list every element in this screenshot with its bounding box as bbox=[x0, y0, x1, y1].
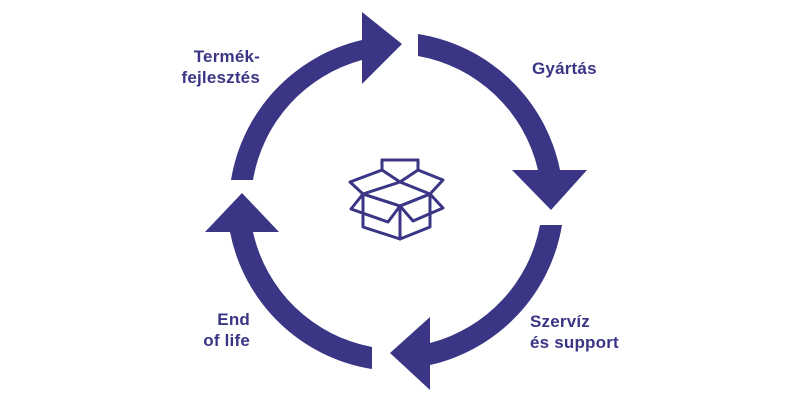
stage-label-line: End bbox=[217, 310, 250, 329]
stage-label-line: Szervíz bbox=[530, 312, 590, 331]
arrow-end-of-life-to-development bbox=[205, 193, 372, 369]
stage-label-service-support: Szervíz és support bbox=[530, 311, 619, 353]
stage-label-product-development: Termék- fejlesztés bbox=[160, 46, 260, 88]
arrow-development-to-production bbox=[231, 12, 402, 180]
open-box-icon bbox=[348, 158, 445, 241]
stage-label-line: fejlesztés bbox=[181, 68, 260, 87]
arrow-service-to-end-of-life bbox=[390, 225, 562, 390]
stage-label-end-of-life: End of life bbox=[150, 309, 250, 351]
stage-label-line: Gyártás bbox=[532, 59, 597, 78]
stage-label-line: és support bbox=[530, 333, 619, 352]
arrow-production-to-service bbox=[418, 34, 587, 210]
stage-label-line: Termék- bbox=[193, 47, 260, 66]
stage-label-line: of life bbox=[203, 331, 250, 350]
stage-label-production: Gyártás bbox=[532, 58, 597, 79]
